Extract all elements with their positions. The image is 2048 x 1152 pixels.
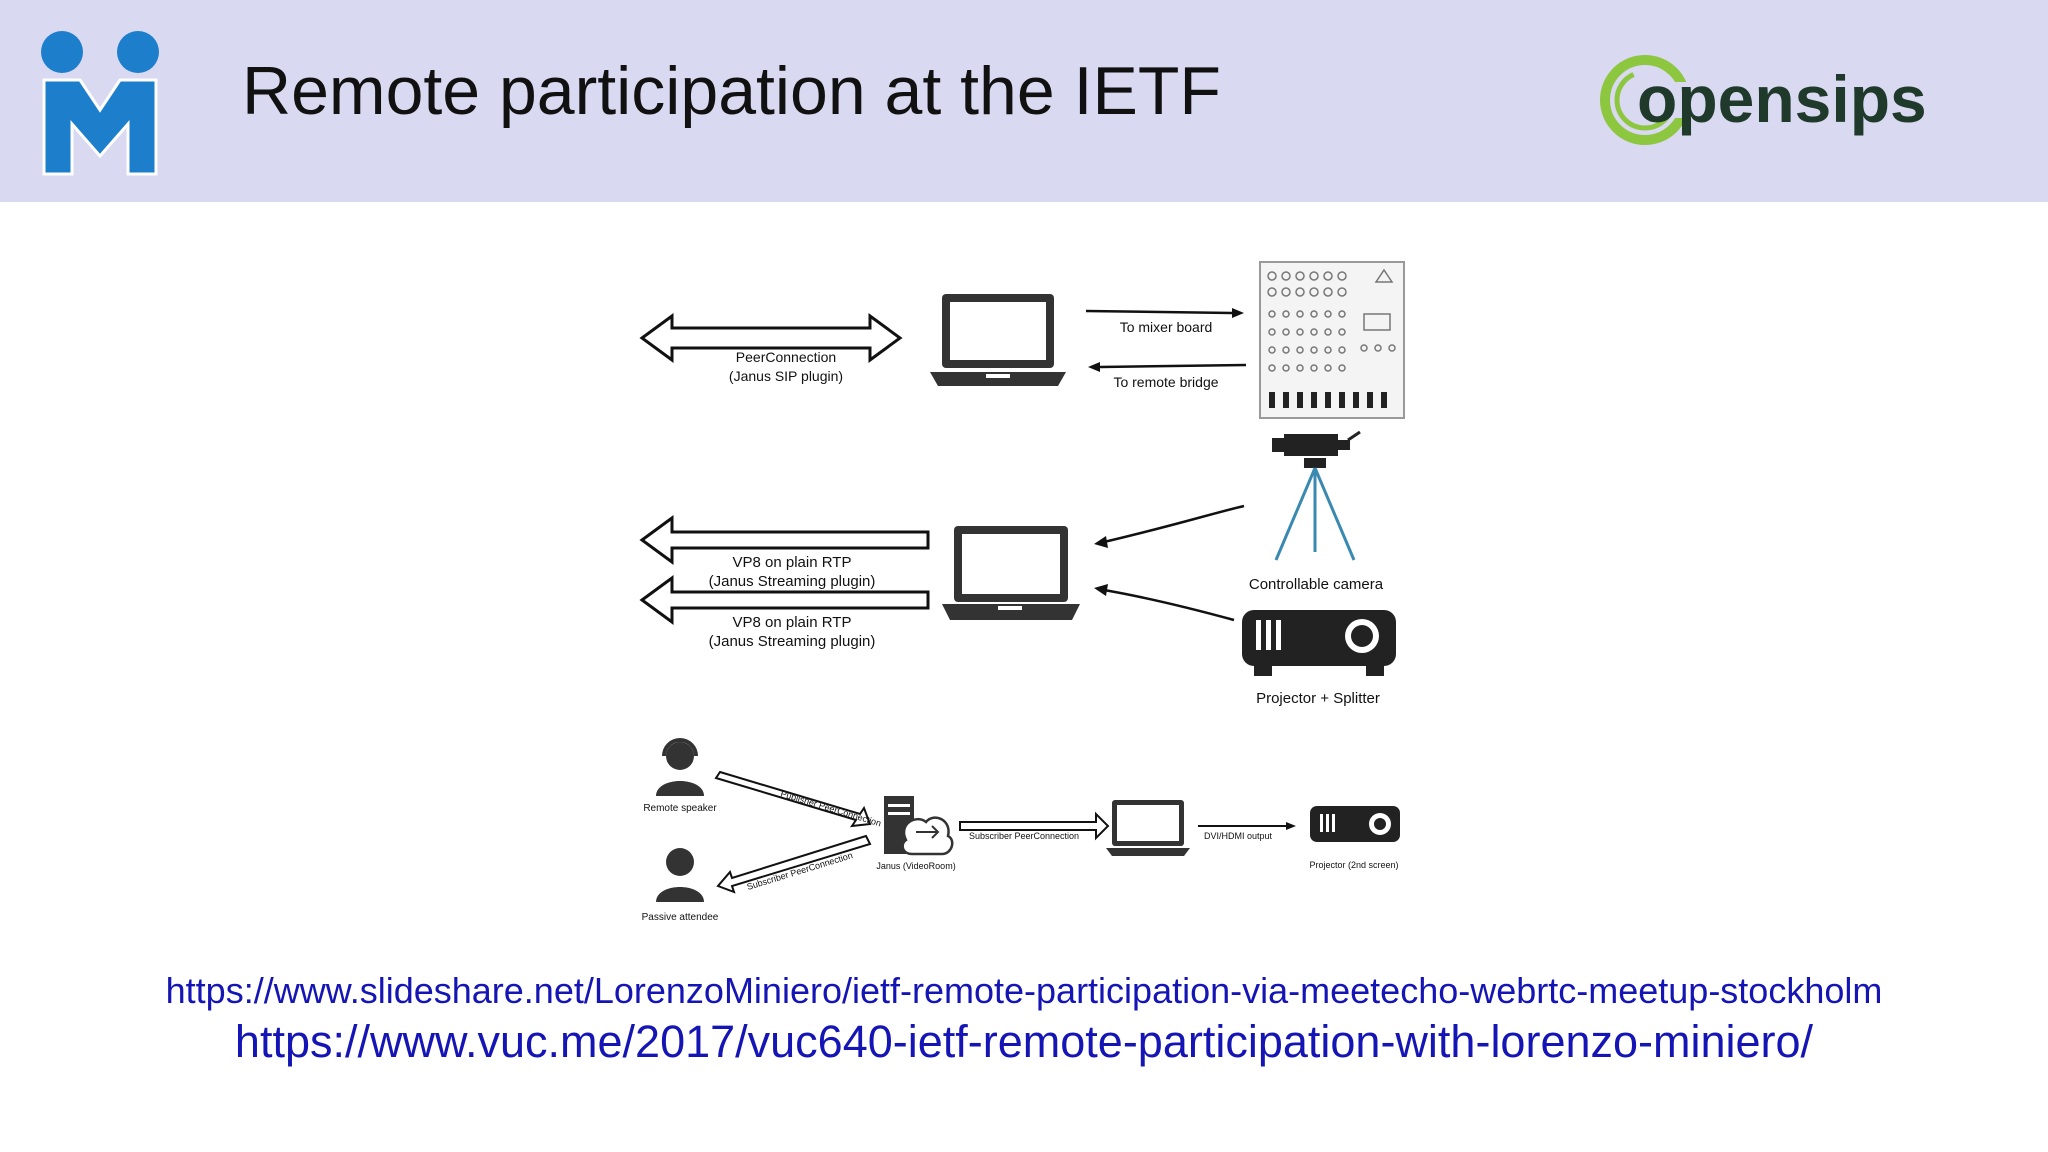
publisher-arrow [714,770,872,828]
meetecho-logo-icon [41,31,159,176]
mixer-board-icon [1259,261,1405,419]
controllable-camera-label: Controllable camera [1249,576,1384,593]
remote-speaker-label: Remote speaker [643,803,717,814]
passive-attendee-label: Passive attendee [642,912,719,923]
janus-videoroom-label: Janus (VideoRoom) [876,861,955,871]
passive-attendee-icon [656,848,704,902]
projector-splitter-label: Projector + Splitter [1256,690,1380,707]
remote-speaker-icon [656,738,704,796]
subscriber-arrow-down [716,834,872,894]
streaming-label-2: (Janus Streaming plugin) [709,633,876,650]
vuc-link[interactable]: https://www.vuc.me/2017/vuc640-ietf-remo… [234,1016,1814,1067]
subscriber-arrow-right [959,811,1110,841]
vp8-label-1: VP8 on plain RTP [733,554,852,571]
to-bridge-label: To remote bridge [1113,374,1218,390]
vp8-arrow-2 [639,575,930,625]
camera-icon [1272,430,1361,561]
janus-sip-label: (Janus SIP plugin) [729,368,843,384]
janus-server-icon [884,796,954,856]
vp8-arrow-1 [639,515,930,565]
peerconnection-double-arrow [639,313,903,363]
peerconnection-label: PeerConnection [736,349,836,365]
projector-icon [1242,610,1396,676]
laptop-icon [930,294,1066,386]
slideshare-link[interactable]: https://www.slideshare.net/LorenzoMinier… [165,970,1883,1011]
to-mixer-label: To mixer board [1120,319,1213,335]
streaming-label-1: (Janus Streaming plugin) [709,573,876,590]
projector-icon-2 [1310,806,1400,842]
opensips-logo: opensips [1600,55,1927,145]
header-bar [0,0,2048,202]
publisher-pc-label: Publisher PeerConnection [779,788,882,828]
dvi-output-label: DVI/HDMI output [1204,831,1273,841]
opensips-wordmark: opensips [1637,62,1927,136]
projector-2nd-label: Projector (2nd screen) [1309,860,1398,870]
architecture-diagram: PeerConnection (Janus SIP plugin) To mix… [639,261,1405,923]
laptop-icon-3 [1106,800,1190,856]
subscriber-pc-right-label: Subscriber PeerConnection [969,831,1079,841]
slide-title: Remote participation at the IETF [242,53,1221,129]
vp8-label-2: VP8 on plain RTP [733,614,852,631]
laptop-icon-2 [942,526,1080,620]
